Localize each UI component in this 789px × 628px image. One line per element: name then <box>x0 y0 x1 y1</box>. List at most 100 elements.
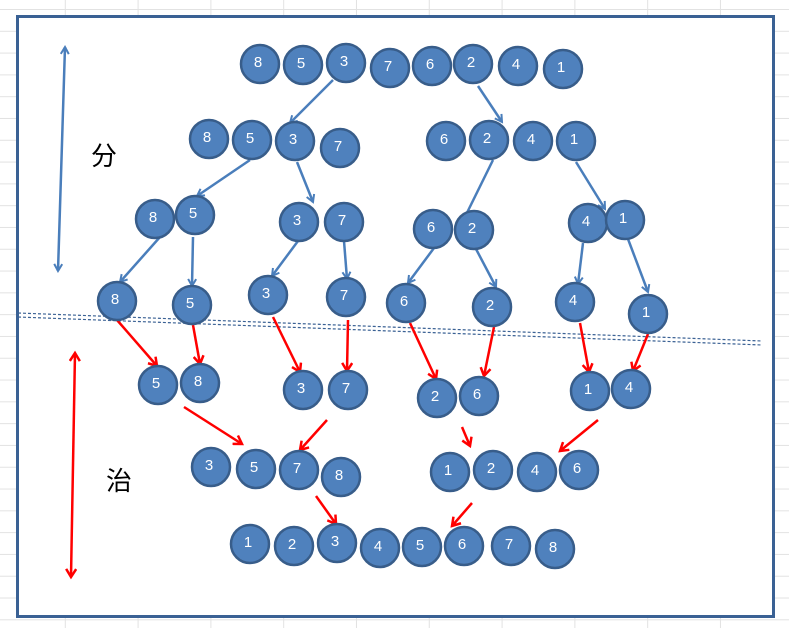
node-value: 6 <box>400 293 408 310</box>
node-circle <box>323 201 365 243</box>
node-value: 6 <box>573 460 581 477</box>
divide-label: 分 <box>91 142 118 172</box>
node-value: 6 <box>458 536 466 553</box>
node-value: 4 <box>569 292 577 309</box>
node-circle <box>274 120 316 162</box>
merge-arrow <box>300 419 328 450</box>
node-circle <box>320 456 362 498</box>
node-circle <box>610 368 652 410</box>
node-value: 2 <box>288 536 296 553</box>
node-circle <box>179 362 221 404</box>
node-circle <box>369 47 411 89</box>
node-circle <box>490 525 532 567</box>
merge-arrow <box>271 316 300 372</box>
node-circle <box>468 119 510 161</box>
divide-axis-arrow <box>58 47 65 271</box>
node-circle <box>604 199 646 241</box>
node-value: 7 <box>342 380 350 397</box>
node-circle <box>247 274 289 316</box>
node-value: 3 <box>205 457 213 474</box>
node-value: 3 <box>262 285 270 302</box>
node-circle <box>231 119 273 161</box>
merge-arrow <box>452 502 473 526</box>
node-circle <box>239 43 281 85</box>
node-value: 7 <box>340 287 348 304</box>
split-arrow <box>120 236 161 282</box>
node-value: 2 <box>468 220 476 237</box>
node-circle <box>316 522 358 564</box>
merge-arrow <box>347 319 348 371</box>
node-circle <box>542 48 584 90</box>
node-value: 1 <box>570 131 578 148</box>
node-value: 7 <box>338 212 346 229</box>
node-value: 7 <box>384 58 392 75</box>
node-value: 5 <box>416 537 424 554</box>
node-value: 4 <box>512 56 520 73</box>
separator-line <box>17 312 763 342</box>
node-circle <box>96 280 138 322</box>
node-value: 8 <box>254 54 262 71</box>
split-arrow <box>197 158 251 196</box>
merge-arrow <box>560 419 599 451</box>
node-value: 5 <box>246 130 254 147</box>
node-value: 3 <box>293 212 301 229</box>
node-circle <box>458 375 500 417</box>
node-value: 1 <box>619 210 627 227</box>
node-value: 4 <box>625 379 633 396</box>
node-circle <box>174 194 216 236</box>
node-value: 2 <box>483 130 491 147</box>
node-circle <box>188 118 230 160</box>
node-value: 1 <box>244 534 252 551</box>
node-circle <box>319 127 361 169</box>
node-value: 1 <box>642 304 650 321</box>
node-circle <box>134 198 176 240</box>
node-value: 5 <box>189 205 197 222</box>
node-value: 2 <box>487 460 495 477</box>
node-value: 4 <box>374 538 382 555</box>
merge-arrow <box>191 324 200 364</box>
node-circle <box>325 42 367 84</box>
node-circle <box>190 446 232 488</box>
merge-arrow <box>183 405 242 444</box>
split-arrow <box>408 247 436 283</box>
node-value: 6 <box>473 386 481 403</box>
node-circle <box>282 44 324 86</box>
node-circle <box>278 449 320 491</box>
node-value: 3 <box>331 533 339 550</box>
node-value: 8 <box>335 467 343 484</box>
split-arrow <box>344 240 347 279</box>
node-circle <box>411 45 453 87</box>
node-circle <box>452 43 494 85</box>
node-circle <box>282 369 324 411</box>
split-arrow <box>272 240 300 276</box>
node-circle <box>385 282 427 324</box>
merge-arrow <box>578 322 589 372</box>
node-circle <box>555 120 597 162</box>
node-value: 6 <box>440 131 448 148</box>
node-value: 8 <box>203 129 211 146</box>
node-value: 2 <box>431 388 439 405</box>
node-value: 5 <box>152 375 160 392</box>
node-value: 3 <box>297 380 305 397</box>
split-arrow <box>295 161 313 202</box>
node-circle <box>359 527 401 569</box>
merge-arrow <box>314 495 336 524</box>
node-circle <box>171 284 213 326</box>
node-circle <box>416 377 458 419</box>
node-circle <box>412 208 454 250</box>
node-value: 2 <box>467 54 475 71</box>
merge-arrow <box>484 326 496 376</box>
node-value: 5 <box>297 55 305 72</box>
conquer-label: 治 <box>106 467 133 497</box>
node-value: 3 <box>340 53 348 70</box>
node-circle <box>554 281 596 323</box>
node-value: 8 <box>149 209 157 226</box>
node-value: 1 <box>557 59 565 76</box>
split-arrow <box>476 85 502 122</box>
node-circle <box>278 201 320 243</box>
node-circle <box>516 451 558 493</box>
node-circle <box>472 449 514 491</box>
split-arrow <box>574 161 607 209</box>
split-arrow <box>474 248 496 287</box>
